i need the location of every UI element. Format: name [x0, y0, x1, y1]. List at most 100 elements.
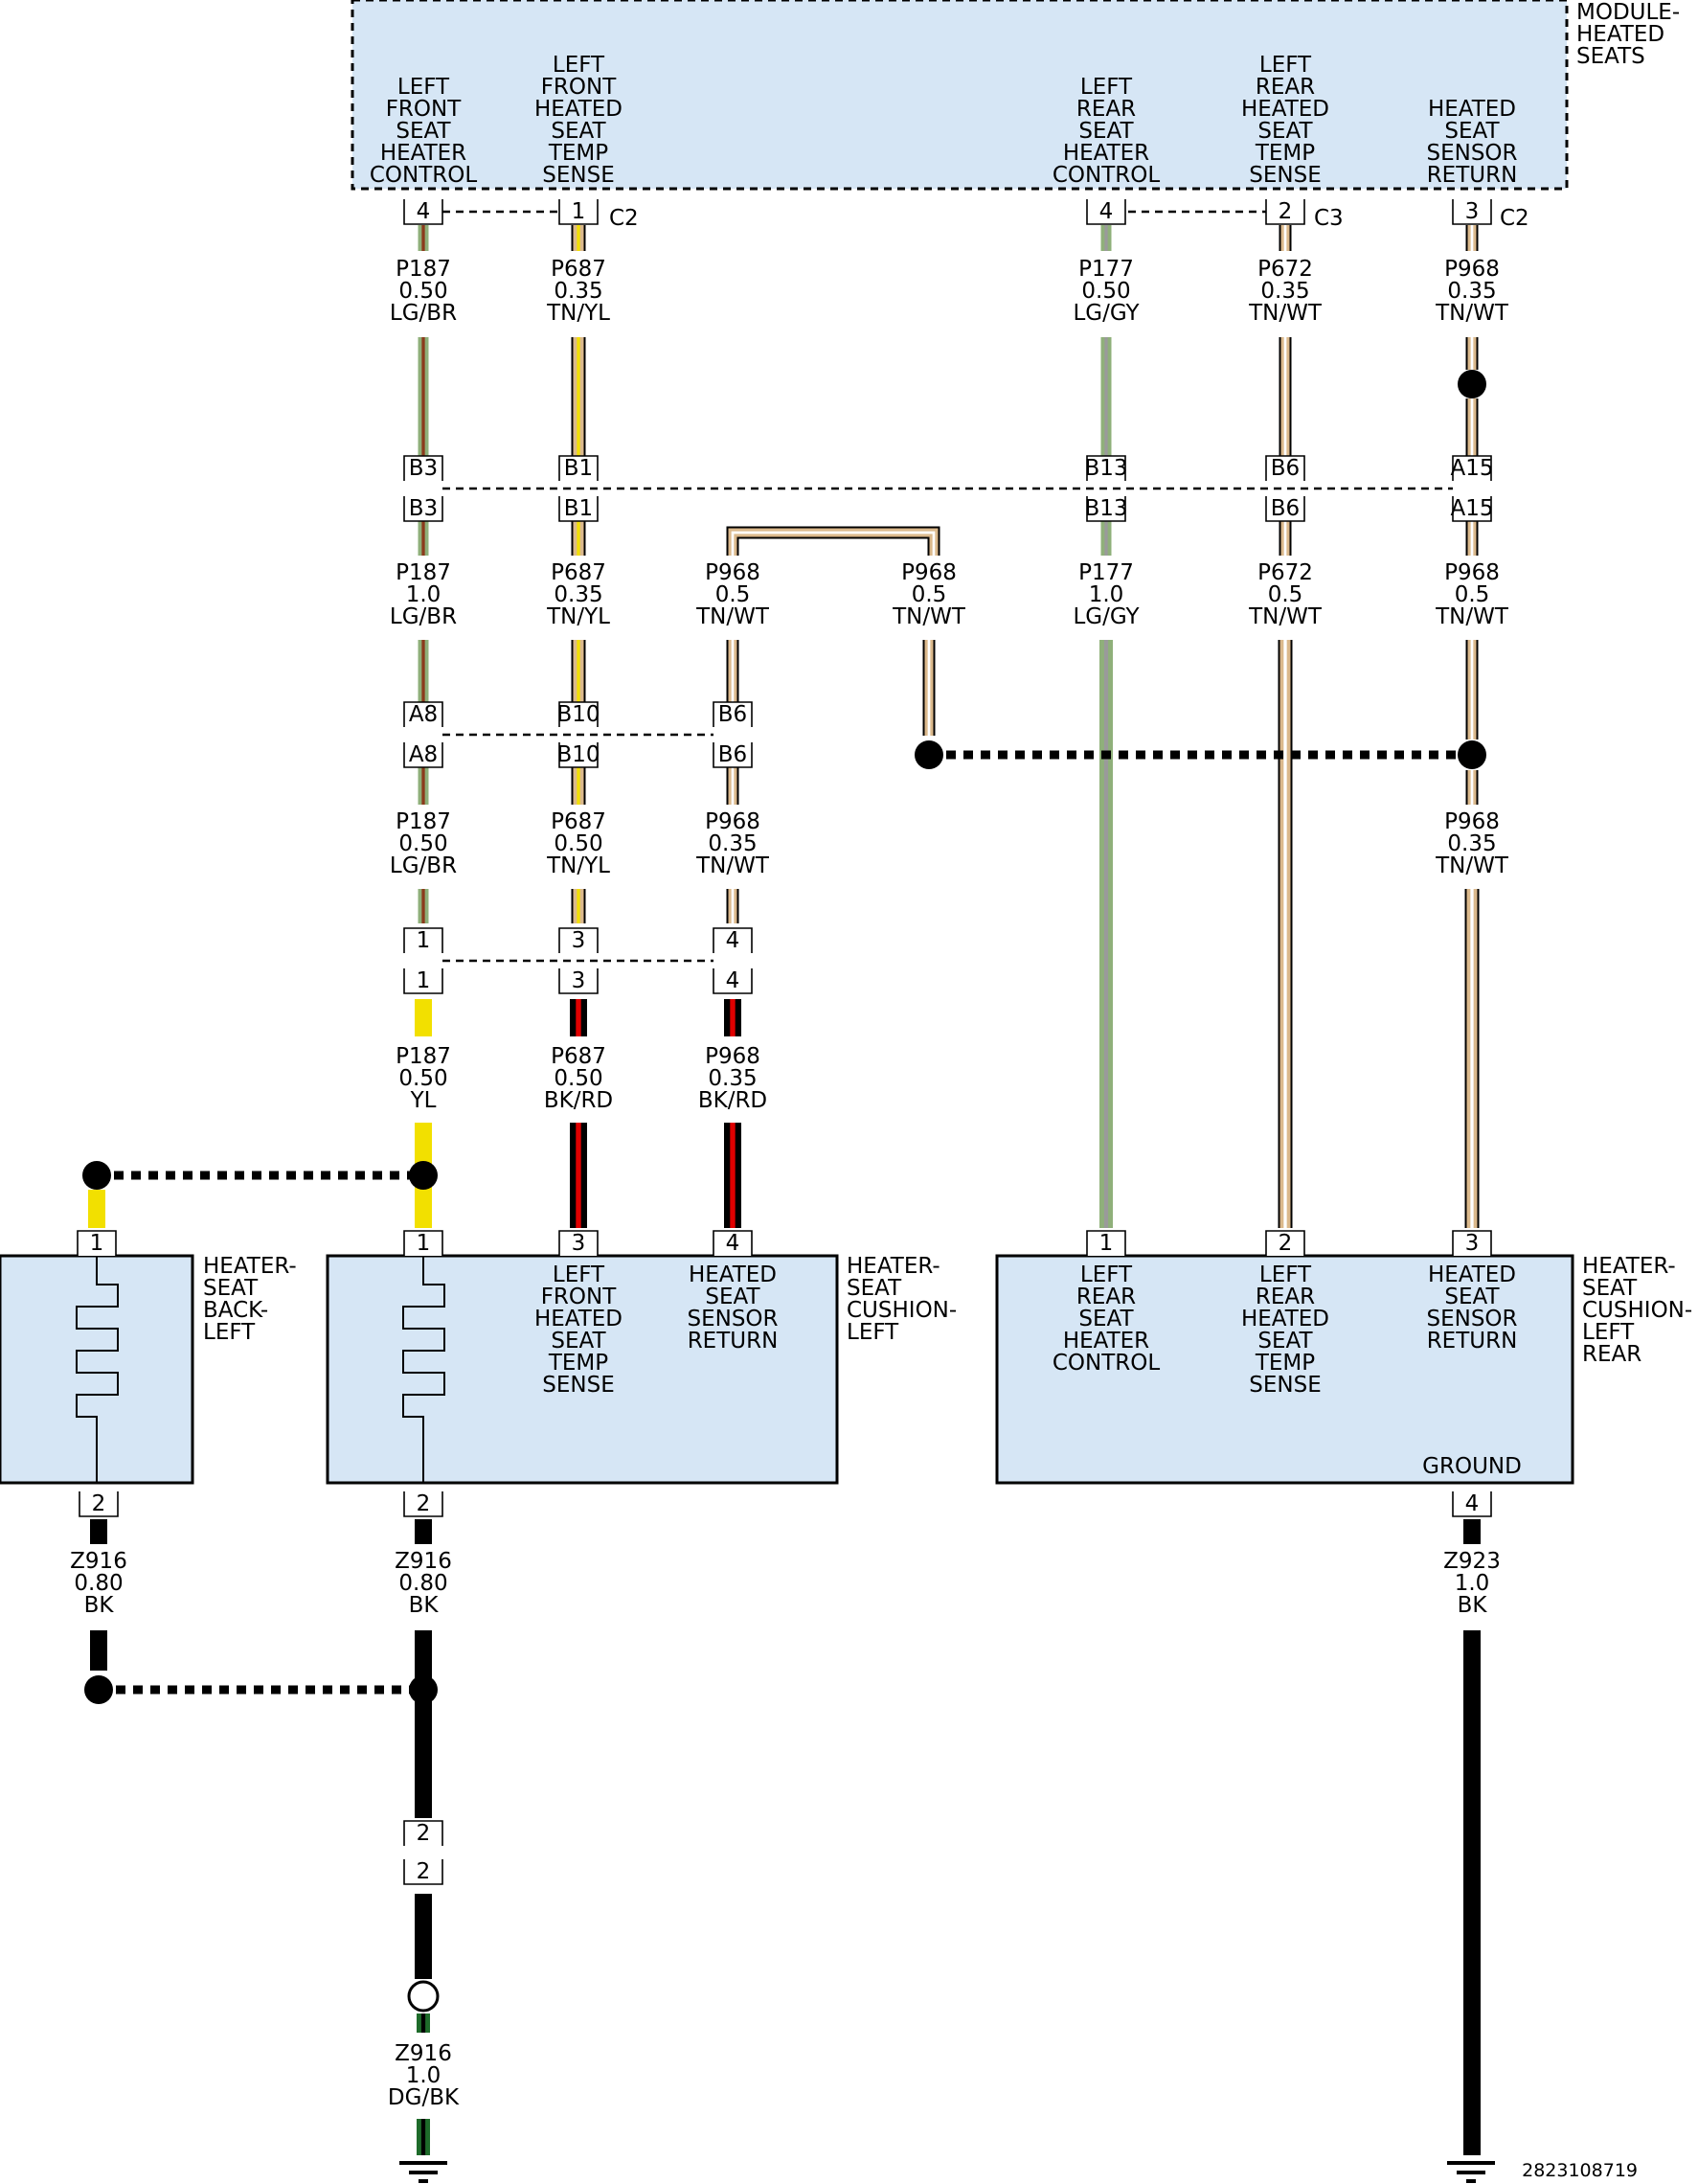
- wire-label-row2-2-line-3: TN/YL: [546, 604, 610, 629]
- inline2-bottom-pin-1: A8: [403, 742, 443, 768]
- wire-label-row4-1-line-3: YL: [410, 1088, 437, 1113]
- cushion-left-label-1-line-5: TEMP: [548, 1351, 608, 1376]
- inline3-bottom-pin-3: 4: [713, 968, 753, 994]
- module-pin-label-3-line-3: SEAT: [1078, 119, 1134, 144]
- wire-label-row1-5-line-1: P968: [1444, 257, 1500, 282]
- module-pin-label-3-line-2: REAR: [1076, 97, 1136, 122]
- ground-inline-bottom-pin-label: 2: [417, 1859, 431, 1884]
- wire-label-row4-3-line-3: BK/RD: [698, 1088, 767, 1113]
- module-pin-3: 4: [1086, 199, 1126, 225]
- inline2-top-pin-2: B10: [556, 701, 600, 727]
- wire-label-row1-2-line-2: 0.35: [554, 279, 602, 304]
- module-pin-label-5-line-3: SENSOR: [1426, 141, 1517, 166]
- cushion-rear-name-line-3: CUSHION-: [1582, 1298, 1692, 1323]
- wire-label-row3-3-line-1: P968: [705, 809, 760, 834]
- cushion-rear-label-3-line-2: SEAT: [1444, 1285, 1500, 1309]
- module-pin-3-label: 4: [1099, 199, 1114, 224]
- cushion-left-label-1-line-6: SENSE: [542, 1373, 614, 1398]
- cushion-rear-label-2-line-2: REAR: [1256, 1285, 1315, 1309]
- module-pin-label-1-line-4: HEATER: [380, 141, 466, 166]
- cushion-rear-pin-4: 4: [1452, 1491, 1492, 1517]
- wire-label-row2-6-line-1: P672: [1257, 560, 1313, 585]
- cushion-rear-label-2-line-3: HEATED: [1241, 1307, 1329, 1331]
- wire-label-row1-1-line-3: LG/BR: [390, 301, 457, 326]
- wire-label-row3-3-line-2: 0.35: [708, 831, 757, 856]
- inline1-top-pin-4: B6: [1265, 455, 1305, 481]
- wire-label-row1-4-line-3: TN/WT: [1248, 301, 1323, 326]
- ground-wire-label-2-line-3: BK: [409, 1593, 440, 1618]
- cushion-left-name-line-1: HEATER-: [847, 1254, 940, 1279]
- module-pin-label-4-line-5: TEMP: [1255, 141, 1315, 166]
- wire-label-row3-4-line-2: 0.35: [1447, 831, 1496, 856]
- inline1-top-pin-4-label: B6: [1271, 456, 1300, 481]
- wire-label-row1-2-line-3: TN/YL: [546, 301, 610, 326]
- module-pin-label-1-line-3: SEAT: [396, 119, 451, 144]
- cushion-left-pin-4: 4: [713, 1230, 753, 1256]
- wire-label-row4-2-line-3: BK/RD: [544, 1088, 613, 1113]
- splice-z916-right-dot: [409, 1675, 438, 1704]
- wire-label-row4-2-line-1: P687: [551, 1044, 606, 1069]
- wire-p968-loop: [726, 526, 940, 556]
- cushion-left-label-2-line-1: HEATED: [689, 1263, 777, 1287]
- inline3-bottom-pin-2-label: 3: [572, 968, 586, 993]
- inline3-top-pin-3-label: 4: [726, 928, 740, 953]
- ground-wire-label-1-line-1: Z916: [70, 1549, 127, 1574]
- cushion-rear-label-3-line-1: HEATED: [1428, 1263, 1516, 1287]
- cushion-left-pin-1-label: 1: [417, 1231, 431, 1256]
- module-pin-1-label: 4: [417, 199, 431, 224]
- inline3-top-pin-1: 1: [403, 927, 443, 953]
- inline2-top-pin-3-label: B6: [718, 702, 747, 727]
- module-pin-label-5-line-4: RETURN: [1427, 163, 1518, 188]
- splice-z916-left-dot: [84, 1675, 113, 1704]
- ground-wire-label-3-line-3: BK: [1458, 1593, 1488, 1618]
- inline1-top-pin-2-label: B1: [564, 456, 593, 481]
- inline3-top-pin-2: 3: [558, 927, 599, 953]
- module-pin-label-4-line-6: SENSE: [1249, 163, 1321, 188]
- cushion-left-label-2-line-2: SEAT: [705, 1285, 760, 1309]
- cushion-rear-pin-2-label: 2: [1279, 1231, 1293, 1256]
- figure-id: 2823108719: [1522, 2160, 1638, 2181]
- module-heated-seats-box: [351, 0, 1569, 191]
- ground-inline-bottom-pin: 2: [403, 1859, 443, 1885]
- ground-wire-label-3-line-1: Z923: [1443, 1549, 1501, 1574]
- cushion-left-label-2-line-3: SENSOR: [687, 1307, 778, 1331]
- inline2-top-pin-1-label: A8: [409, 702, 438, 727]
- inline1-top-pin-5: A15: [1450, 455, 1494, 481]
- inline1-bottom-pin-1: B3: [403, 496, 443, 522]
- wire-label-row2-7-line-1: P968: [1444, 560, 1500, 585]
- cushion-left-label-2-line-4: RETURN: [688, 1329, 779, 1354]
- wire-label-row2-6-line-2: 0.5: [1268, 582, 1303, 607]
- ground-wire-label-3-line-2: 1.0: [1455, 1571, 1490, 1596]
- cushion-left-label-1-line-2: FRONT: [541, 1285, 618, 1309]
- module-pin-label-2-line-6: SENSE: [542, 163, 614, 188]
- cushion-left-pin-4-label: 4: [726, 1231, 740, 1256]
- cushion-left-label-1-line-4: SEAT: [551, 1329, 606, 1354]
- module-pin-5: 3: [1452, 199, 1492, 225]
- wire-label-row3-4-line-1: P968: [1444, 809, 1500, 834]
- ground-inline-top-pin-label: 2: [417, 1821, 431, 1846]
- inline1-top-pin-3: B13: [1084, 455, 1128, 481]
- cushion-rear-pin-1-label: 1: [1099, 1231, 1114, 1256]
- wire-label-row4-1-line-2: 0.50: [398, 1066, 447, 1091]
- ground-wire-label-2-line-1: Z916: [395, 1549, 452, 1574]
- cushion-rear-label-1-line-2: REAR: [1076, 1285, 1136, 1309]
- inline1-top-pin-5-label: A15: [1450, 456, 1493, 481]
- cushion-rear-pin-4-label: 4: [1465, 1491, 1480, 1516]
- module-pin-label-4-line-2: REAR: [1256, 75, 1315, 100]
- module-pin-label-4-line-4: SEAT: [1257, 119, 1313, 144]
- module-pin-2: 1: [558, 199, 599, 225]
- module-pin-label-1-line-1: LEFT: [397, 75, 450, 100]
- cushion-left-pin-3: 3: [558, 1230, 599, 1256]
- wire-label-row2-3-line-3: TN/WT: [695, 604, 770, 629]
- wire-label-row1-5-line-2: 0.35: [1447, 279, 1496, 304]
- module-pin-label-5-line-2: SEAT: [1444, 119, 1500, 144]
- module-pin-label-4-line-3: HEATED: [1241, 97, 1329, 122]
- module-pin-2-label: 1: [572, 199, 586, 224]
- inline3-bottom-pin-1-label: 1: [417, 968, 431, 993]
- heater-back-pin-2: 2: [79, 1491, 119, 1517]
- heater-element-back-icon: [76, 1256, 119, 1483]
- cushion-left-pin-3-label: 3: [572, 1231, 586, 1256]
- wire-label-row2-3-line-2: 0.5: [715, 582, 751, 607]
- cushion-left-name-line-2: SEAT: [847, 1276, 902, 1301]
- splice-p968-left-dot: [915, 740, 943, 769]
